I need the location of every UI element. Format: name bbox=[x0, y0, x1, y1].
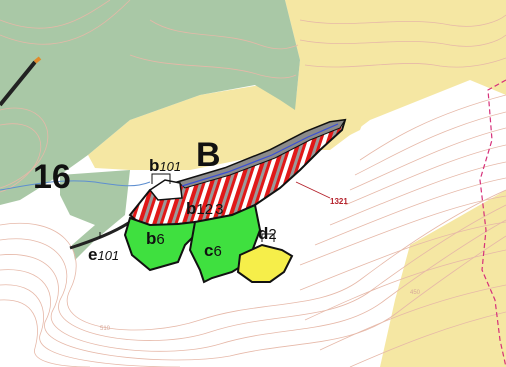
compartment-number: 16 bbox=[33, 158, 71, 196]
ref-leader-line bbox=[295, 181, 331, 199]
forest-area-west bbox=[60, 170, 130, 260]
contour-label-1: 510 bbox=[100, 326, 111, 332]
stand-b-strip bbox=[176, 119, 346, 189]
label-b101-letter: b bbox=[149, 156, 160, 175]
label-b123-number: 12 bbox=[196, 201, 214, 218]
label-e101: e101 bbox=[88, 246, 119, 263]
road-line-north bbox=[0, 60, 37, 107]
subcompartment-b101-area bbox=[148, 179, 183, 201]
subcompartment-b6-area bbox=[123, 216, 200, 272]
stream-line bbox=[0, 180, 151, 191]
label-b6-letter: b bbox=[146, 229, 157, 248]
forest-area-north bbox=[0, 0, 300, 205]
tick-b101 bbox=[151, 173, 171, 184]
label-d2: d2 bbox=[258, 225, 277, 242]
road-marker bbox=[33, 56, 42, 64]
label-d2-number: 2 bbox=[268, 226, 277, 243]
stand-letter: B bbox=[196, 136, 221, 174]
label-b101-number: 101 bbox=[159, 159, 182, 174]
label-b6: b6 bbox=[146, 230, 165, 247]
label-c6-letter: c bbox=[204, 241, 214, 260]
subcompartment-d2-area bbox=[236, 243, 294, 283]
boundary-line bbox=[479, 79, 506, 367]
contour-label-2: 450 bbox=[410, 290, 421, 296]
label-c6: c6 bbox=[204, 242, 222, 259]
label-c6-number: 6 bbox=[213, 243, 222, 260]
label-e101-letter: e bbox=[88, 245, 98, 264]
label-d2-letter: d bbox=[258, 224, 269, 243]
label-b123-number2: 3 bbox=[215, 201, 224, 218]
label-e101-number: 101 bbox=[97, 248, 120, 263]
label-b123-letter: b bbox=[186, 199, 197, 218]
road-line-west bbox=[69, 220, 131, 250]
stand-b-blue-line bbox=[181, 123, 339, 187]
reference-number: 1321 bbox=[330, 197, 348, 206]
tick-d2 bbox=[261, 233, 275, 242]
label-b6-number: 6 bbox=[156, 231, 165, 248]
label-b101: b101 bbox=[149, 157, 181, 174]
